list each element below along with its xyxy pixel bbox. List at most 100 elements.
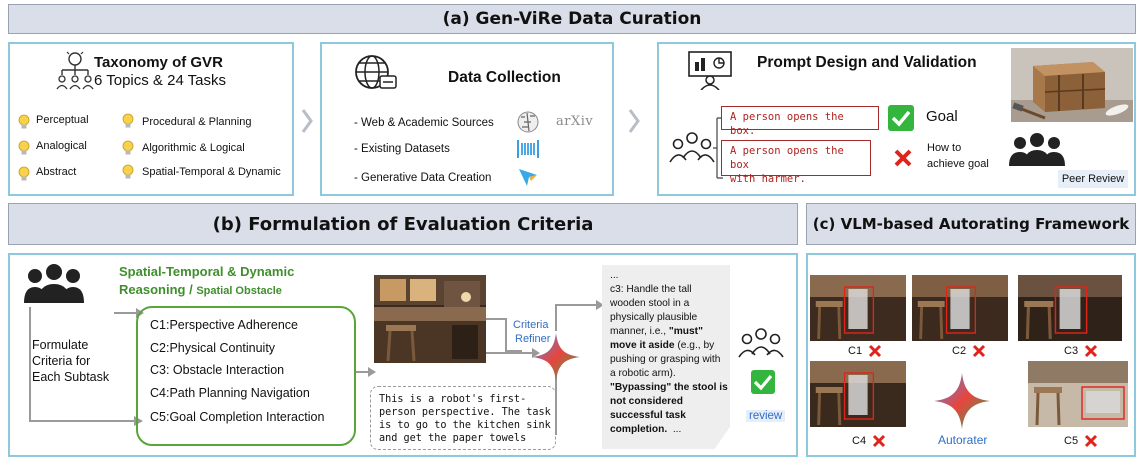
criterion-c2: C2:Physical Continuity xyxy=(150,341,276,355)
source-existing-datasets: - Existing Datasets xyxy=(354,143,450,155)
task-prompt-line-3: is to go to the kitchen sink xyxy=(379,420,551,431)
how-to-label-line-2: achieve goal xyxy=(927,158,989,170)
how-to-label-line-1: How to xyxy=(927,142,962,154)
lightbulb-icon xyxy=(122,113,134,128)
lightbulb-icon xyxy=(122,140,134,155)
taxonomy-topic-0: Perceptual xyxy=(36,114,89,126)
task-prompt-line-4: and get the paper towels xyxy=(379,433,527,444)
prompt-goal-box: A person opens the box. xyxy=(721,106,879,137)
doc-must-keyword: "must" xyxy=(668,326,703,337)
source-web-academic: - Web & Academic Sources xyxy=(354,117,494,129)
criterion-c3: C3: Obstacle Interaction xyxy=(150,363,285,377)
criteria-list-box xyxy=(136,306,356,446)
presenter-icon xyxy=(688,51,732,90)
task-prompt-line-1: This is a robot's first- xyxy=(379,394,527,405)
lightbulb-icon xyxy=(18,114,30,129)
doc-line-5: move it aside (e.g., by xyxy=(610,339,730,353)
chevron-right-icon xyxy=(628,109,640,133)
taxonomy-topic-2: Analogical xyxy=(36,140,87,152)
users-group-icon xyxy=(24,264,84,303)
rating-label-1: C1 xyxy=(848,345,863,357)
taxonomy-hierarchy-icon xyxy=(56,51,94,90)
task-category-line-2: Reasoning / Spatial Obstacle xyxy=(119,282,282,297)
cross-mark-icon xyxy=(872,434,886,448)
review-people-icon xyxy=(738,328,784,358)
prompt-design-title: Prompt Design and Validation xyxy=(757,54,977,71)
cross-mark-icon xyxy=(1084,434,1098,448)
cross-mark-icon xyxy=(972,344,986,358)
box-and-hammer-photo xyxy=(1011,48,1133,122)
rating-label-5: C5 xyxy=(1064,435,1079,447)
task-subcategory: Spatial Obstacle xyxy=(196,285,282,297)
taxonomy-subtitle: 6 Topics & 24 Tasks xyxy=(94,72,227,89)
formulate-line-1: Formulate xyxy=(32,338,89,352)
cross-mark-icon xyxy=(894,149,912,167)
autorating-panel: C1 C2 C3 C4 C5 xyxy=(806,253,1136,457)
criterion-c4: C4:Path Planning Navigation xyxy=(150,386,310,400)
data-collection-panel: Data Collection - Web & Academic Sources… xyxy=(320,42,614,196)
doc-line-2: wooden stool in a xyxy=(610,298,690,309)
criterion-c5: C5:Goal Completion Interaction xyxy=(150,410,325,424)
generative-spark-icon xyxy=(519,169,537,186)
formulate-line-2: Criteria for xyxy=(32,354,91,368)
taxonomy-topic-1: Procedural & Planning xyxy=(142,116,252,128)
section-b-title: (b) Formulation of Evaluation Criteria xyxy=(8,203,798,245)
rating-frame-3 xyxy=(1018,275,1122,341)
lightbulb-icon xyxy=(122,164,134,179)
goal-label: Goal xyxy=(926,108,958,125)
lightbulb-icon xyxy=(18,140,30,155)
doc-ellipsis-bottom: ... xyxy=(672,424,682,435)
kitchen-first-person-photo xyxy=(374,275,486,363)
cross-mark-icon xyxy=(1084,344,1098,358)
rating-frame-5 xyxy=(1028,361,1128,427)
taxonomy-topic-5: Spatial-Temporal & Dynamic xyxy=(142,166,281,178)
doc-line-7: a robotic arm). xyxy=(610,368,676,379)
rating-frame-1 xyxy=(810,275,906,341)
taxonomy-title: Taxonomy of GVR xyxy=(94,54,223,71)
lightbulb-icon xyxy=(18,166,30,181)
rating-label-2: C2 xyxy=(952,345,967,357)
task-category-reasoning: Reasoning / xyxy=(119,282,193,297)
formulate-line-3: Each Subtask xyxy=(32,370,110,384)
criteria-refiner-line-2: Refiner xyxy=(515,333,551,345)
dataset-barcode-icon xyxy=(517,140,539,158)
review-label: review xyxy=(746,410,786,422)
doc-line-4: manner, i.e., "must" xyxy=(610,325,730,339)
globe-icon xyxy=(355,55,397,89)
prompt-goal-text: A person opens the box. xyxy=(730,111,844,137)
doc-bold-line-2: not considered xyxy=(610,396,684,407)
reviewers-group-icon xyxy=(1009,133,1065,166)
task-prompt-line-2: person perspective. The task xyxy=(379,407,551,418)
prompt-method-line-2: with harmer. xyxy=(730,173,806,185)
chevron-right-icon xyxy=(301,109,313,133)
cross-mark-icon xyxy=(868,344,882,358)
rating-frame-4 xyxy=(810,361,906,427)
peer-review-label: Peer Review xyxy=(1058,170,1128,188)
section-c-title: (c) VLM-based Autorating Framework xyxy=(806,203,1136,245)
rating-label-4: C4 xyxy=(852,435,867,447)
refined-criteria-document xyxy=(602,265,730,449)
check-mark-icon xyxy=(888,105,914,131)
doc-ellipsis-top: ... xyxy=(610,270,619,281)
doc-line-1: c3: Handle the tall xyxy=(610,284,692,295)
group-people-icon xyxy=(669,132,715,163)
taxonomy-topic-4: Abstract xyxy=(36,166,77,178)
section-a-title: (a) Gen-ViRe Data Curation xyxy=(8,4,1136,34)
doc-line-6: pushing or grasping with xyxy=(610,354,721,365)
autorater-sparkle-icon xyxy=(934,373,990,429)
refined-criteria-text: ... c3: Handle the tall wooden stool in … xyxy=(610,269,730,437)
autorater-label: Autorater xyxy=(938,433,988,447)
task-category-line-1: Spatial-Temporal & Dynamic xyxy=(119,264,295,279)
doc-bold-line-1: "Bypassing" the stool is xyxy=(610,382,728,393)
prompt-method-box: A person opens the box with harmer. xyxy=(721,140,871,185)
prompt-design-panel: Prompt Design and Validation A person op… xyxy=(657,42,1136,196)
doc-last-line: completion. ... xyxy=(610,423,730,437)
review-check-icon xyxy=(751,370,775,394)
data-collection-title: Data Collection xyxy=(448,69,561,86)
split-connector xyxy=(713,117,723,179)
source-generative-data: - Generative Data Creation xyxy=(354,172,492,184)
criterion-c1: C1:Perspective Adherence xyxy=(150,318,299,332)
taxonomy-topic-3: Algorithmic & Logical xyxy=(142,142,245,154)
wikipedia-globe-icon xyxy=(517,111,539,133)
doc-line-4-text: manner, i.e., xyxy=(610,326,669,337)
